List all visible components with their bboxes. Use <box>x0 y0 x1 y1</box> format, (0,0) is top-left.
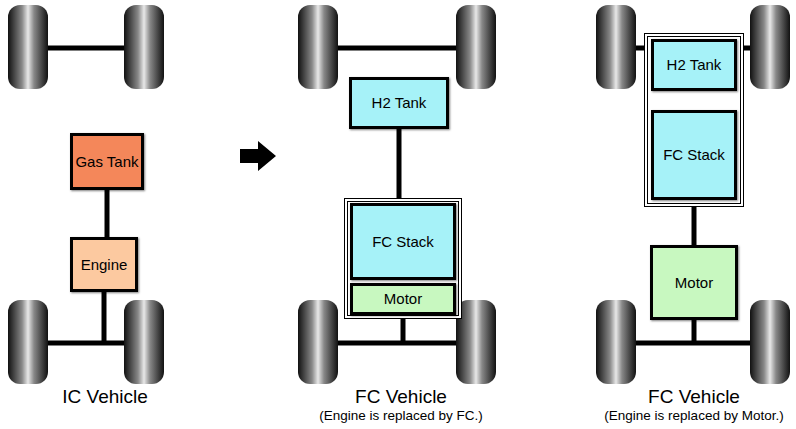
box-label: FC Stack <box>372 233 434 251</box>
hydrogen-tank-box: H2 Tank <box>651 39 737 91</box>
caption-note: (Engine is replaced by Motor.) <box>604 408 783 423</box>
motor-box: Motor <box>350 283 456 315</box>
connector-line <box>692 207 697 245</box>
box-label: Motor <box>675 274 713 292</box>
box-label: H2 Tank <box>667 56 722 74</box>
powertrain-group: FC StackMotor <box>344 198 462 319</box>
fuel-tank-box: Gas Tank <box>70 133 144 190</box>
fuel-cell-box: FC Stack <box>651 110 737 200</box>
fuel-cell-box: FC Stack <box>350 203 456 280</box>
box-label: H2 Tank <box>372 94 427 112</box>
engine-box: Engine <box>70 237 138 292</box>
vehicle-caption: FC Vehicle <box>355 386 447 408</box>
transition-arrow <box>240 141 276 171</box>
vehicle-caption: IC Vehicle <box>62 386 148 408</box>
connector-line <box>397 129 402 198</box>
box-label: Gas Tank <box>75 153 138 171</box>
box-label: FC Stack <box>663 146 725 164</box>
box-label: Engine <box>81 256 128 274</box>
connector-line <box>105 190 110 237</box>
box-label: Motor <box>384 290 422 308</box>
vehicle-caption: FC Vehicle <box>648 386 740 408</box>
hydrogen-tank-box: H2 Tank <box>349 77 449 129</box>
caption-note: (Engine is replaced by FC.) <box>319 408 483 423</box>
energy-group: H2 Tank FC Stack <box>644 33 744 207</box>
motor-box: Motor <box>650 245 738 320</box>
